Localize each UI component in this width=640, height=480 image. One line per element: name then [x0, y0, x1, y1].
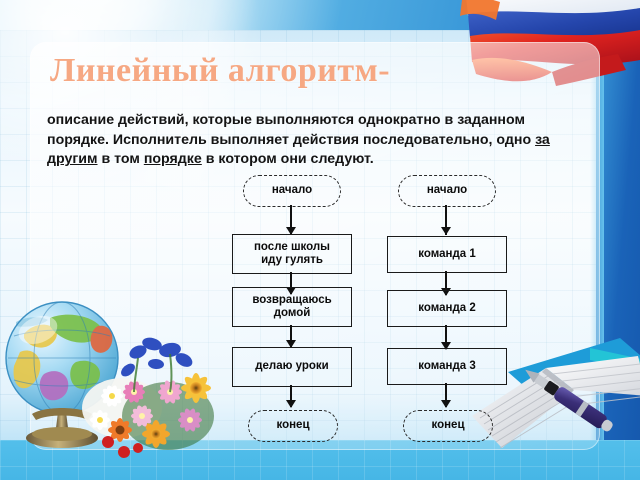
open-notebook-with-pen-icon — [470, 338, 640, 480]
definition-underline-2: порядке — [143, 151, 202, 167]
definition-part-3: в котором они следуют. — [201, 151, 374, 167]
definition-part-1: описание действий, которые выполняются о… — [47, 112, 536, 148]
flower-bouquet-icon — [78, 330, 218, 462]
globe-icon — [2, 300, 122, 450]
definition-underline-1: за другим — [47, 131, 550, 168]
page-title: Линейный алгоритм- — [50, 52, 391, 89]
definition-paragraph: описание действий, которые выполняются о… — [47, 111, 559, 170]
definition-part-2: в том — [97, 151, 144, 167]
